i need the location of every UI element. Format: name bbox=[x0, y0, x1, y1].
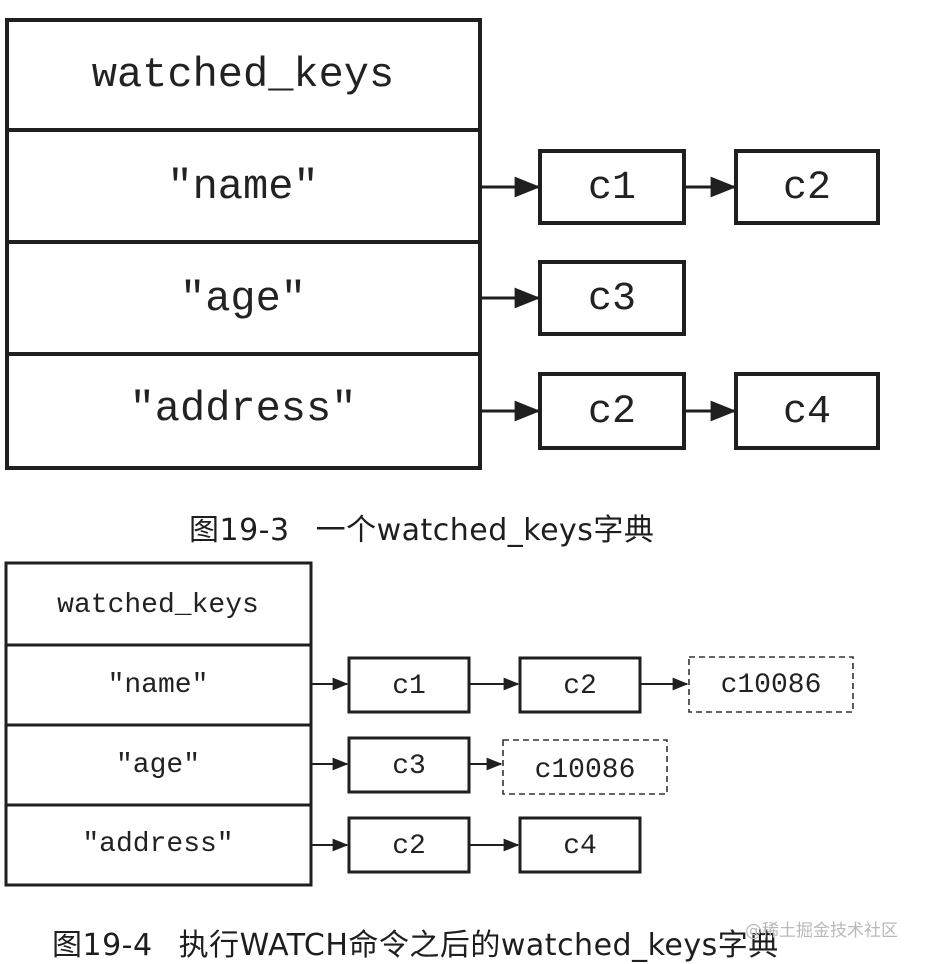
client-node bbox=[347, 736, 471, 794]
figure-19-3: watched_keys "name" "age" "address" c1 c… bbox=[5, 18, 880, 470]
key-label: "name" bbox=[167, 163, 318, 211]
table-row bbox=[4, 723, 313, 807]
caption-text: 一个watched_keys字典 bbox=[315, 513, 655, 548]
dict-table bbox=[5, 18, 482, 470]
table-header-cell bbox=[5, 18, 482, 132]
figure-19-4: watched_keys "name" "age" "address" c1 c… bbox=[4, 561, 854, 887]
figure-caption: 图19-4 执行WATCH命令之后的watched_keys字典 bbox=[52, 920, 779, 964]
table-header-label: watched_keys bbox=[92, 51, 394, 99]
client-node bbox=[347, 656, 471, 714]
client-label: c2 bbox=[588, 390, 636, 435]
key-label: "age" bbox=[180, 275, 306, 323]
client-label: c2 bbox=[392, 831, 426, 862]
client-label: c4 bbox=[783, 390, 831, 435]
client-node bbox=[518, 656, 642, 714]
added-client-label: c10086 bbox=[721, 670, 822, 701]
client-label: c4 bbox=[563, 831, 597, 862]
added-client-node bbox=[688, 656, 854, 713]
client-node bbox=[538, 260, 686, 336]
client-node bbox=[347, 816, 471, 874]
table-header-cell bbox=[4, 561, 313, 647]
added-client-node bbox=[502, 739, 668, 795]
watermark: @稀土掘金技术社区 bbox=[745, 921, 898, 941]
caption-number: 图19-4 bbox=[52, 928, 153, 963]
table-row bbox=[4, 803, 313, 887]
client-label: c3 bbox=[392, 751, 426, 782]
caption-number: 图19-3 bbox=[189, 513, 290, 548]
key-label: "age" bbox=[116, 750, 200, 781]
client-label: c1 bbox=[392, 671, 426, 702]
client-node bbox=[538, 149, 686, 225]
key-label: "name" bbox=[108, 670, 209, 701]
table-row bbox=[4, 643, 313, 727]
key-label: "address" bbox=[82, 829, 233, 860]
table-row bbox=[5, 352, 482, 470]
client-node bbox=[518, 816, 642, 874]
table-header-label: watched_keys bbox=[57, 590, 259, 621]
client-label: c2 bbox=[563, 671, 597, 702]
added-client-label: c10086 bbox=[535, 755, 636, 786]
client-label: c3 bbox=[588, 277, 636, 322]
caption-text: 执行WATCH命令之后的watched_keys字典 bbox=[178, 928, 779, 963]
dict-table bbox=[4, 561, 313, 887]
client-label: c1 bbox=[588, 166, 636, 211]
figure-caption: 图19-3 一个watched_keys字典 bbox=[189, 505, 654, 549]
key-label: "address" bbox=[130, 385, 357, 433]
client-label: c2 bbox=[783, 166, 831, 211]
table-row bbox=[5, 128, 482, 244]
